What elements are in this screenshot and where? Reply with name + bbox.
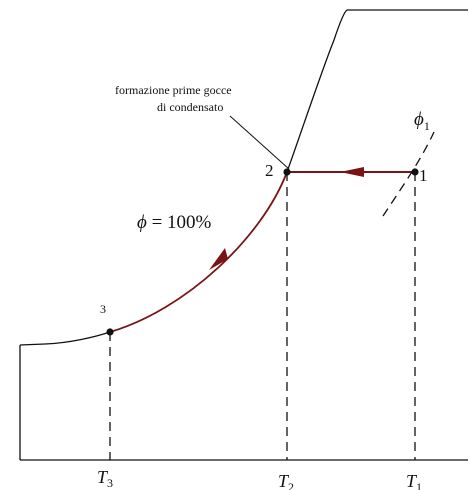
t2-symbol: T bbox=[278, 471, 290, 490]
saturation-curve-upper bbox=[286, 9, 348, 173]
phi1-curve bbox=[382, 131, 435, 217]
t3-subscript: 3 bbox=[107, 476, 113, 490]
t3-label: T3 bbox=[97, 467, 113, 490]
condensation-arrow bbox=[209, 248, 228, 270]
cooling-arrow bbox=[340, 167, 364, 177]
point-3-marker bbox=[106, 328, 114, 336]
saturation-phi: ϕ bbox=[137, 212, 147, 233]
point-2-marker bbox=[283, 168, 291, 176]
saturation-label: ϕ = 100% bbox=[137, 212, 212, 233]
t3-symbol: T bbox=[97, 467, 109, 487]
saturation-value: = 100% bbox=[147, 212, 212, 233]
t1-subscript: 1 bbox=[416, 480, 422, 490]
t1-label: T1 bbox=[406, 471, 422, 490]
phi1-label: ϕ1 bbox=[414, 109, 430, 133]
point-1-label: 1 bbox=[419, 166, 428, 185]
t1-symbol: T bbox=[406, 471, 418, 490]
phi1-subscript: 1 bbox=[424, 119, 430, 133]
annotation-leader bbox=[229, 115, 290, 170]
condensation-path bbox=[109, 171, 288, 333]
t2-label: T2 bbox=[278, 471, 294, 490]
phi1-symbol: ϕ bbox=[414, 109, 424, 130]
point-1-marker bbox=[411, 168, 419, 176]
annotation-line-2: di condensato bbox=[157, 100, 223, 114]
saturation-curve-lower bbox=[19, 331, 111, 346]
point-3-label: 3 bbox=[100, 302, 106, 316]
t2-subscript: 2 bbox=[288, 480, 294, 490]
point-2-label: 2 bbox=[265, 161, 274, 180]
annotation-line-1: formazione prime gocce bbox=[115, 83, 232, 97]
